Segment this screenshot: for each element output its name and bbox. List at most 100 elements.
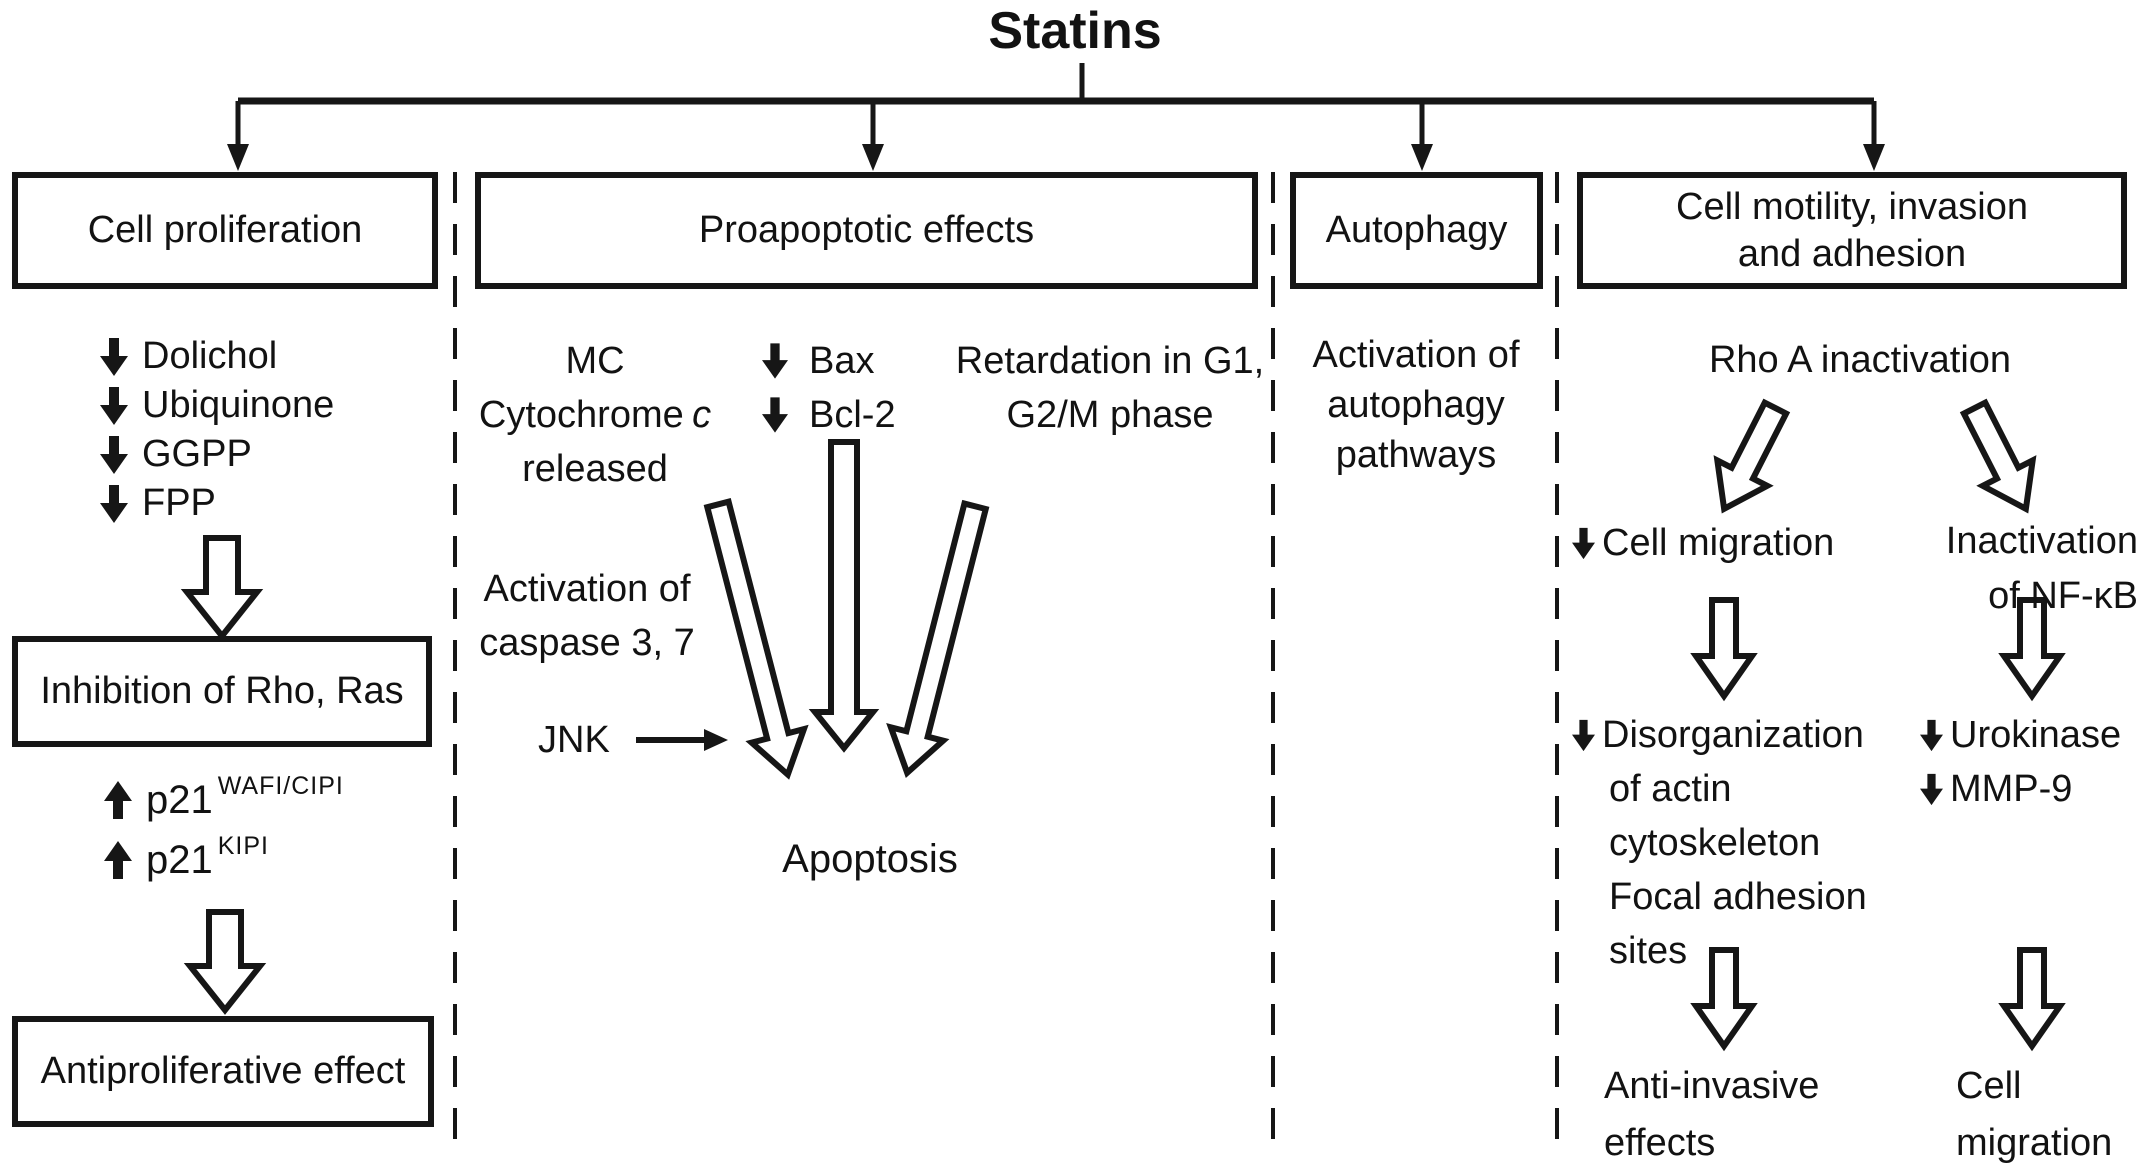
header-label-line2: and adhesion xyxy=(1737,232,1967,275)
text-line: Retardation in G1, xyxy=(955,340,1265,382)
list-item-label: Bcl-2 xyxy=(809,393,896,436)
decrease-arrow-icon xyxy=(762,343,788,379)
decrease-arrow-icon xyxy=(100,484,128,523)
text-line: Cell xyxy=(1956,1065,2022,1107)
disorganization-text: Disorganization of actin cytoskeleton Fo… xyxy=(1572,708,1867,978)
gene-superscript: KIPI xyxy=(217,831,269,860)
header-box-cell-motility: Cell motility, invasion and adhesion xyxy=(1577,172,2127,289)
decrease-arrow-icon xyxy=(1920,773,1943,805)
text-line: migration xyxy=(1956,1122,2113,1164)
text-line: autophagy xyxy=(1327,384,1505,426)
cell-migration-decreased: Cell migration xyxy=(1572,516,1834,570)
jnk-arrow xyxy=(636,729,728,751)
retardation-text: Retardation in G1, G2/M phase xyxy=(930,334,1290,442)
block-arrow-to-antiproliferative-icon xyxy=(183,909,267,1015)
list-item: p21 KIPI xyxy=(104,830,344,890)
text-line: Focal adhesion xyxy=(1609,876,1867,918)
text-line: released xyxy=(522,448,668,490)
branch-arrowhead-icon xyxy=(862,144,884,171)
rhoa-inactivation-label: Rho A inactivation xyxy=(1708,339,2012,381)
list-item: Bax xyxy=(762,334,896,388)
diagram-title: Statins xyxy=(988,2,1162,60)
block-arrow-bax-to-apoptosis-icon xyxy=(808,439,880,753)
caspase-activation-text: Activation of caspase 3, 7 xyxy=(462,562,712,670)
bax-bcl2-list: Bax Bcl-2 xyxy=(762,334,896,442)
branch-arrowhead-icon xyxy=(227,144,249,171)
list-item-label: MMP-9 xyxy=(1950,768,2073,810)
gene-superscript: WAFI/CIPI xyxy=(217,771,344,800)
header-box-autophagy: Autophagy xyxy=(1290,172,1543,289)
block-arrow-rhoa-to-nfkb-icon xyxy=(1959,398,2037,514)
text-line: caspase 3, 7 xyxy=(479,622,695,664)
header-label-line1: Cell motility, invasion xyxy=(1676,185,2028,228)
list-item: p21 WAFI/CIPI xyxy=(104,770,344,830)
gene-label: p21 xyxy=(146,777,213,822)
text-fragment-italic: c xyxy=(692,394,712,436)
list-item: MMP-9 xyxy=(1920,762,2121,816)
urokinase-mmp9-list: Urokinase MMP-9 xyxy=(1920,708,2121,816)
text-line-with-arrow: Disorganization xyxy=(1572,708,1867,762)
branch-arrowhead-icon xyxy=(1411,144,1433,171)
anti-invasive-effects-text: Anti-invasive effects xyxy=(1604,1058,1819,1166)
text-line: Activation of xyxy=(1312,334,1520,376)
decreased-intermediates-list: Dolichol Ubiquinone GGPP FPP xyxy=(100,332,334,528)
jnk-label: JNK xyxy=(538,719,610,761)
block-arrow-to-cellmigration-icon xyxy=(1998,947,2066,1052)
list-item-label: GGPP xyxy=(142,433,252,475)
text-line: Anti-invasive xyxy=(1604,1065,1820,1107)
increase-arrow-icon xyxy=(104,781,132,819)
block-arrow-to-disorganization-icon xyxy=(1690,597,1758,702)
statins-branch-connector xyxy=(227,63,1885,171)
list-item: GGPP xyxy=(100,430,334,479)
inhibition-rho-ras-box: Inhibition of Rho, Ras xyxy=(12,636,432,747)
block-arrow-rhoa-to-migration-icon xyxy=(1713,398,1791,514)
autophagy-activation-text: Activation of autophagy pathways xyxy=(1292,330,1540,480)
list-item: Dolichol xyxy=(100,332,334,381)
text-line: sites xyxy=(1609,930,1688,972)
text-line: cytoskeleton xyxy=(1609,822,1821,864)
antiproliferative-effect-box: Antiproliferative effect xyxy=(12,1016,434,1127)
apoptosis-label: Apoptosis xyxy=(782,837,958,881)
branch-arrowhead-icon xyxy=(1863,144,1885,171)
box-label: Antiproliferative effect xyxy=(40,1050,406,1092)
text-line: MC xyxy=(565,340,625,382)
decrease-arrow-icon xyxy=(762,397,788,433)
final-cell-migration-text: Cell migration xyxy=(1956,1058,2112,1166)
text-line: of actin xyxy=(1609,768,1732,810)
text-fragment: Disorganization xyxy=(1602,714,1864,756)
header-box-cell-proliferation: Cell proliferation xyxy=(12,172,438,289)
block-arrow-to-urokinase-icon xyxy=(1998,597,2066,702)
column-dividers xyxy=(453,172,1559,1154)
header-label: Proapoptotic effects xyxy=(698,209,1035,251)
box-label: Inhibition of Rho, Ras xyxy=(40,670,404,712)
text-line: effects xyxy=(1604,1122,1716,1164)
decrease-arrow-icon xyxy=(100,435,128,474)
text-line: of NF-κB xyxy=(1988,575,2138,617)
list-item: Urokinase xyxy=(1920,708,2121,762)
block-arrow-to-antiinvasive-icon xyxy=(1690,947,1758,1052)
text-line: G2/M phase xyxy=(1006,394,1214,436)
label: Cell migration xyxy=(1602,521,1835,564)
text-line: pathways xyxy=(1335,434,1497,476)
list-item-label: FPP xyxy=(142,482,216,524)
list-item-label: Bax xyxy=(809,339,875,382)
list-item: Bcl-2 xyxy=(762,388,896,442)
block-arrow-cytochrome-to-apoptosis-icon xyxy=(703,498,809,780)
header-label: Autophagy xyxy=(1325,209,1508,251)
decrease-arrow-icon xyxy=(100,337,128,376)
decrease-arrow-icon xyxy=(1572,527,1595,559)
increase-arrow-icon xyxy=(104,841,132,879)
block-arrow-to-inhibition-icon xyxy=(180,535,264,641)
text-fragment: Cytochrome xyxy=(478,394,684,436)
list-item-label: Ubiquinone xyxy=(142,384,335,426)
header-label: Cell proliferation xyxy=(87,209,363,251)
decrease-arrow-icon xyxy=(1920,719,1943,751)
nfkb-inactivation-text: Inactivation of NF-κB xyxy=(1938,514,2138,624)
list-item-label: Dolichol xyxy=(142,335,278,377)
increased-p21-list: p21 WAFI/CIPI p21 KIPI xyxy=(104,770,344,890)
list-item: FPP xyxy=(100,479,334,528)
